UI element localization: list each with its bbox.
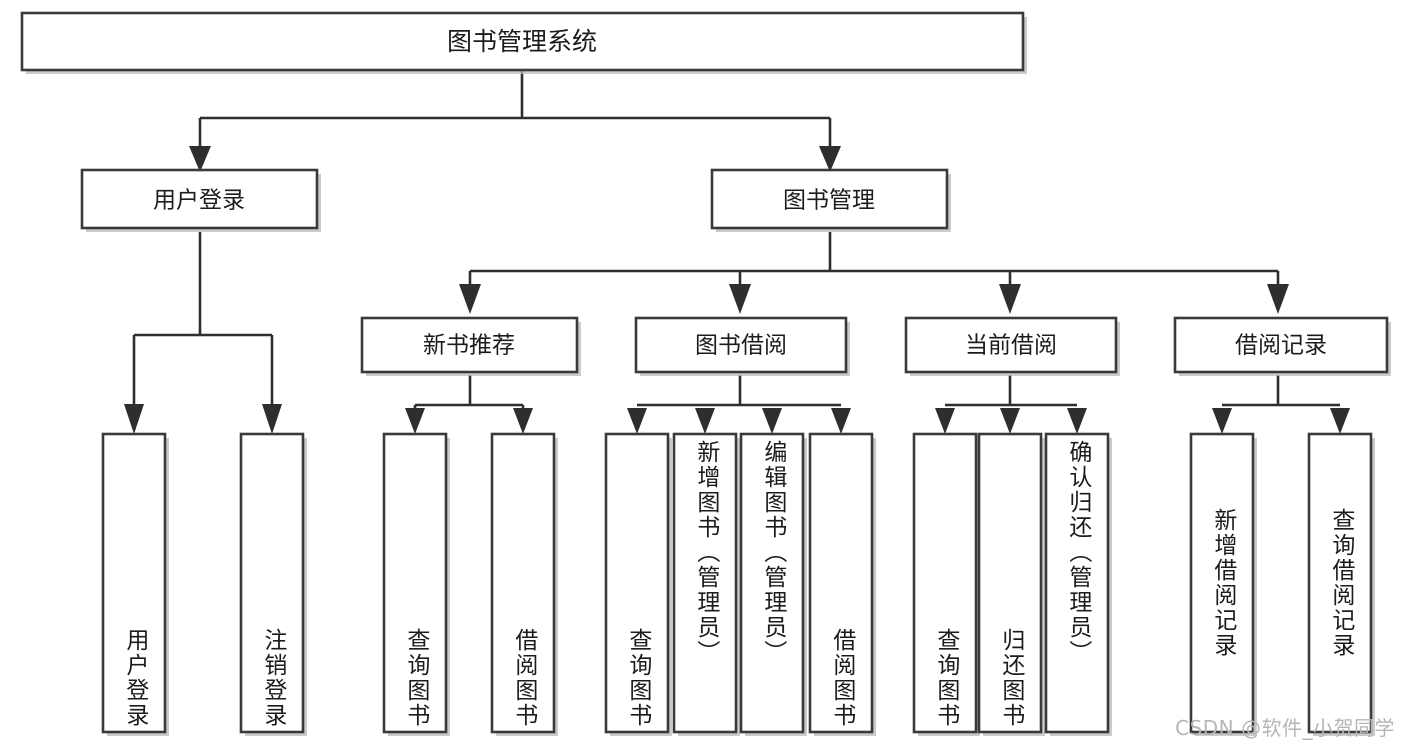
book-manage-box	[710, 168, 949, 230]
leaf-return-book-label: 归还图书	[997, 628, 1024, 728]
leaf-query-book-1-label-wrap[interactable]: 查询图书	[384, 434, 446, 732]
node-new-book-recommend[interactable]: 新书推荐	[360, 316, 581, 376]
arrowhead-leaf-query-book-2	[627, 408, 647, 434]
node-root[interactable]: 图书管理系统	[20, 11, 1027, 74]
borrow-record-label: 借阅记录	[1235, 333, 1327, 359]
new-book-recommend-label: 新书推荐	[423, 333, 515, 359]
leaf-add-book-label-wrap[interactable]: 新增图书（管理员）	[674, 434, 736, 732]
arrowhead-leaf-user-login	[124, 404, 144, 434]
book-borrow-box	[634, 316, 848, 374]
node-user-login[interactable]: 用户登录	[80, 168, 321, 232]
leaf-query-book-3-label: 查询图书	[932, 628, 959, 728]
leaf-add-record-box[interactable]	[1189, 432, 1255, 734]
leaf-edit-book-label-wrap[interactable]: 编辑图书（管理员）	[741, 434, 803, 732]
leaf-borrow-book-1-box[interactable]	[490, 432, 556, 734]
arrowhead-leaf-return-book	[1000, 408, 1020, 434]
leaf-confirm-return-label: 确认归还（管理员）	[1064, 440, 1091, 665]
user-login-box	[80, 168, 319, 230]
borrow-record-box	[1173, 316, 1389, 374]
node-book-manage[interactable]: 图书管理	[710, 168, 951, 232]
leaf-user-logout-box[interactable]	[239, 432, 305, 734]
leaf-query-record-label: 查询借阅记录	[1327, 508, 1354, 658]
arrowhead-leaf-borrow-book-1	[513, 408, 533, 434]
leaf-add-record-label-wrap[interactable]: 新增借阅记录	[1191, 434, 1253, 732]
node-book-borrow[interactable]: 图书借阅	[634, 316, 850, 376]
leaf-query-book-1-box[interactable]	[382, 432, 448, 734]
arrowhead-leaf-query-record	[1330, 408, 1350, 434]
leaf-user-logout-label-wrap[interactable]: 注销登录	[241, 434, 303, 732]
leaf-confirm-return-label-wrap[interactable]: 确认归还（管理员）	[1046, 434, 1108, 732]
leaf-borrow-book-2-label: 借阅图书	[828, 628, 855, 728]
arrowhead-borrow-record	[1267, 284, 1289, 314]
new-book-recommend-box	[360, 316, 579, 374]
arrowhead-book-borrow	[729, 284, 751, 314]
book-manage-label: 图书管理	[783, 188, 875, 214]
leaf-edit-book-label: 编辑图书（管理员）	[759, 440, 786, 665]
book-borrow-label: 图书借阅	[695, 333, 787, 359]
leaf-query-book-2-label-wrap[interactable]: 查询图书	[606, 434, 668, 732]
arrowhead-leaf-borrow-book-2	[831, 408, 851, 434]
leaf-query-record-box[interactable]	[1307, 432, 1373, 734]
leaf-user-logout-label: 注销登录	[259, 628, 286, 728]
leaf-box-layer	[101, 432, 1375, 736]
node-current-borrow[interactable]: 当前借阅	[904, 316, 1120, 376]
leaf-query-book-3-label-wrap[interactable]: 查询图书	[914, 434, 976, 732]
arrowhead-leaf-query-book-1	[405, 408, 425, 434]
user-login-label: 用户登录	[153, 188, 245, 214]
arrowhead-leaf-edit-book	[762, 408, 782, 434]
node-borrow-record[interactable]: 借阅记录	[1173, 316, 1391, 376]
leaf-add-book-label: 新增图书（管理员）	[692, 440, 719, 665]
arrowhead-leaf-add-record	[1212, 408, 1232, 434]
leaf-borrow-book-1-label: 借阅图书	[510, 628, 537, 728]
leaf-query-book-1-label: 查询图书	[402, 628, 429, 728]
current-borrow-box	[904, 316, 1118, 374]
leaf-edit-book-box[interactable]	[739, 432, 805, 734]
arrowhead-current-borrow	[999, 284, 1021, 314]
arrowhead-book-manage	[819, 146, 841, 172]
arrowhead-leaf-user-logout	[262, 404, 282, 434]
leaf-confirm-return-box[interactable]	[1044, 432, 1110, 734]
leaf-user-login-label-wrap[interactable]: 用户登录	[103, 434, 165, 732]
leaf-borrow-book-2-label-wrap[interactable]: 借阅图书	[810, 434, 872, 732]
arrowhead-new-book-recommend	[459, 284, 481, 314]
arrowhead-leaf-add-book	[695, 408, 715, 434]
root-box	[20, 11, 1025, 72]
arrowhead-leaf-query-book-3	[935, 408, 955, 434]
arrowhead-user-login	[189, 146, 211, 172]
leaf-user-login-box[interactable]	[101, 432, 167, 734]
leaf-return-book-label-wrap[interactable]: 归还图书	[979, 434, 1041, 732]
leaf-add-record-label: 新增借阅记录	[1209, 508, 1236, 658]
leaf-borrow-book-1-label-wrap[interactable]: 借阅图书	[492, 434, 554, 732]
leaf-query-book-3-box[interactable]	[912, 432, 978, 734]
leaf-return-book-box[interactable]	[977, 432, 1043, 734]
leaf-add-book-box[interactable]	[672, 432, 738, 734]
leaf-user-login-label: 用户登录	[121, 628, 148, 728]
leaf-query-record-label-wrap[interactable]: 查询借阅记录	[1309, 434, 1371, 732]
current-borrow-label: 当前借阅	[965, 333, 1057, 359]
leaf-query-book-2-label: 查询图书	[624, 628, 651, 728]
arrowhead-leaf-confirm-return	[1067, 408, 1087, 434]
leaf-query-book-2-box[interactable]	[604, 432, 670, 734]
leaf-borrow-book-2-box[interactable]	[808, 432, 874, 734]
root-label: 图书管理系统	[447, 27, 597, 56]
connector-layer	[124, 70, 1350, 434]
